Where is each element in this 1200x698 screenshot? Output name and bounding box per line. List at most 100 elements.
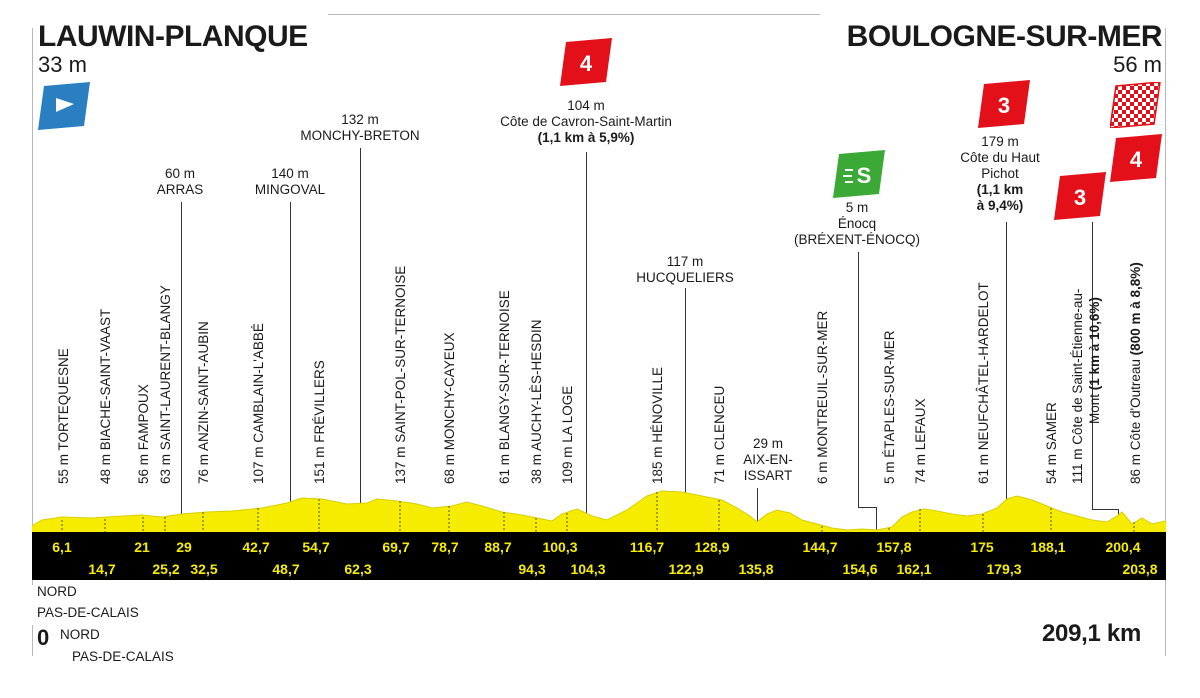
climb-outreau: 86 m Côte d'Outreau (800 m à 8,8%)	[1128, 262, 1143, 484]
km-154-6: 154,6	[842, 561, 878, 577]
town-tortequesne: 55 m TORTEQUESNE	[56, 348, 71, 484]
leader-line-st-etienne	[1092, 222, 1094, 510]
frame-gap-bottom-left	[28, 585, 38, 625]
cat4-climb-flag-2-icon: 4	[1110, 134, 1164, 182]
leader-line-arras	[181, 202, 183, 532]
cat3-label-2: 3	[1074, 185, 1086, 210]
cat4-label-2: 4	[1130, 147, 1143, 172]
town-st-pol: 137 m SAINT-POL-SUR-TERNOISE	[393, 265, 408, 484]
town-lefaux: 74 m LEFAUX	[913, 398, 928, 484]
leader-line-enocq	[858, 252, 860, 508]
cat3-label: 3	[998, 93, 1010, 118]
km-54-7: 54,7	[302, 539, 330, 555]
km-48-7: 48,7	[272, 561, 300, 577]
town-montreuil: 6 m MONTREUIL-SUR-MER	[815, 310, 830, 484]
elevation-profile	[32, 490, 1166, 534]
leader-line-hucqueliers	[685, 288, 687, 532]
town-neufchatel: 61 m NEUFCHÂTEL-HARDELOT	[976, 282, 991, 484]
climb-st-etienne-line1: 111 m Côte de Saint-Étienne-au-	[1070, 288, 1085, 484]
total-distance: 209,1 km	[1042, 620, 1142, 647]
town-la-loge: 109 m LA LOGE	[560, 385, 575, 484]
km-175: 175	[970, 539, 994, 555]
sprint-label: S	[857, 163, 872, 188]
dept-pdc-2: PAS-DE-CALAIS	[72, 649, 174, 664]
leader-line-monchy-breton	[360, 148, 362, 532]
frame-border	[32, 14, 1166, 656]
cat3-climb-flag-2-icon: 3	[1054, 172, 1108, 220]
cat4-label: 4	[580, 51, 593, 76]
frame-gap-right	[820, 8, 1170, 28]
km-162-1: 162,1	[896, 561, 932, 577]
km-62-3: 62,3	[344, 561, 372, 577]
sprint-flag-icon: S	[833, 150, 887, 198]
km-179-3: 179,3	[986, 561, 1022, 577]
town-camblain: 107 m CAMBLAIN-L'ABBÉ	[251, 323, 266, 484]
km-32-5: 32,5	[190, 561, 218, 577]
km-200-4: 200,4	[1105, 539, 1141, 555]
km-78-7: 78,7	[431, 539, 459, 555]
town-monchy-cayeux: 68 m MONCHY-CAYEUX	[442, 332, 457, 484]
town-blangy: 61 m BLANGY-SUR-TERNOISE	[497, 290, 512, 484]
town-auchy: 38 m AUCHY-LÈS-HESDIN	[529, 319, 544, 484]
town-biache: 48 m BIACHE-SAINT-VAAST	[98, 308, 113, 484]
haut-pichot-climb-label: 179 m Côte du Haut Pichot (1,1 km à 9,4%…	[960, 134, 1040, 213]
town-clenceu: 71 m CLENCEU	[712, 385, 727, 484]
leader-line-cavron	[586, 152, 588, 532]
frame-gap-left	[28, 8, 328, 28]
start-flag-icon	[38, 82, 92, 130]
cavron-climb-label: 104 m Côte de Cavron-Saint-Martin (1,1 k…	[500, 98, 672, 145]
town-samer: 54 m SAMER	[1044, 402, 1059, 484]
leader-line-mingoval	[290, 202, 292, 532]
km-100-3: 100,3	[542, 539, 578, 555]
leader-line-aix	[757, 488, 759, 532]
km-21: 21	[134, 539, 150, 555]
climb-st-etienne-line2: Mont (1 km à 10,6%)	[1087, 297, 1102, 424]
town-frevillers: 151 m FRÉVILLERS	[312, 360, 327, 484]
town-fampoux: 56 m FAMPOUX	[136, 384, 151, 484]
town-etaples: 5 m ÉTAPLES-SUR-MER	[882, 330, 897, 484]
cat3-climb-flag-icon: 3	[978, 80, 1032, 128]
km-29: 29	[176, 539, 192, 555]
finish-checkered-flag-icon	[1110, 82, 1162, 128]
town-henoville: 185 m HÉNOVILLE	[650, 366, 665, 484]
distance-bar	[32, 532, 1166, 580]
km-42-7: 42,7	[242, 539, 270, 555]
dept-pdc-1: PAS-DE-CALAIS	[37, 605, 139, 620]
leader-line-enocq-drop	[876, 507, 878, 532]
km-144-7: 144,7	[802, 539, 838, 555]
start-km-zero: 0	[37, 625, 50, 650]
km-25-2: 25,2	[152, 561, 180, 577]
dept-nord-2: NORD	[60, 627, 100, 642]
km-14-7: 14,7	[88, 561, 116, 577]
km-128-9: 128,9	[694, 539, 730, 555]
dept-nord-1: NORD	[37, 584, 77, 599]
leader-line-enocq-elbow	[858, 507, 876, 509]
leader-line-st-etienne-elbow	[1092, 509, 1118, 511]
leader-line-haut-pichot	[1006, 222, 1008, 532]
finish-altitude: 56 m	[1113, 52, 1162, 77]
km-203-8: 203,8	[1122, 561, 1158, 577]
km-88-7: 88,7	[484, 539, 512, 555]
km-157-8: 157,8	[876, 539, 912, 555]
km-94-3: 94,3	[518, 561, 546, 577]
km-122-9: 122,9	[668, 561, 704, 577]
town-anzin: 76 m ANZIN-SAINT-AUBIN	[196, 321, 211, 484]
start-altitude: 33 m	[38, 52, 87, 77]
town-st-laurent-blangy: 63 m SAINT-LAURENT-BLANGY	[158, 285, 173, 484]
start-city: LAUWIN-PLANQUE	[38, 20, 308, 53]
km-116-7: 116,7	[629, 539, 665, 555]
km-104-3: 104,3	[570, 561, 606, 577]
km-135-8: 135,8	[738, 561, 774, 577]
finish-city: BOULOGNE-SUR-MER	[846, 20, 1163, 53]
km-69-7: 69,7	[382, 539, 410, 555]
km-6-1: 6,1	[52, 539, 72, 555]
km-188-1: 188,1	[1030, 539, 1066, 555]
cat4-climb-flag-icon: 4	[560, 38, 614, 86]
